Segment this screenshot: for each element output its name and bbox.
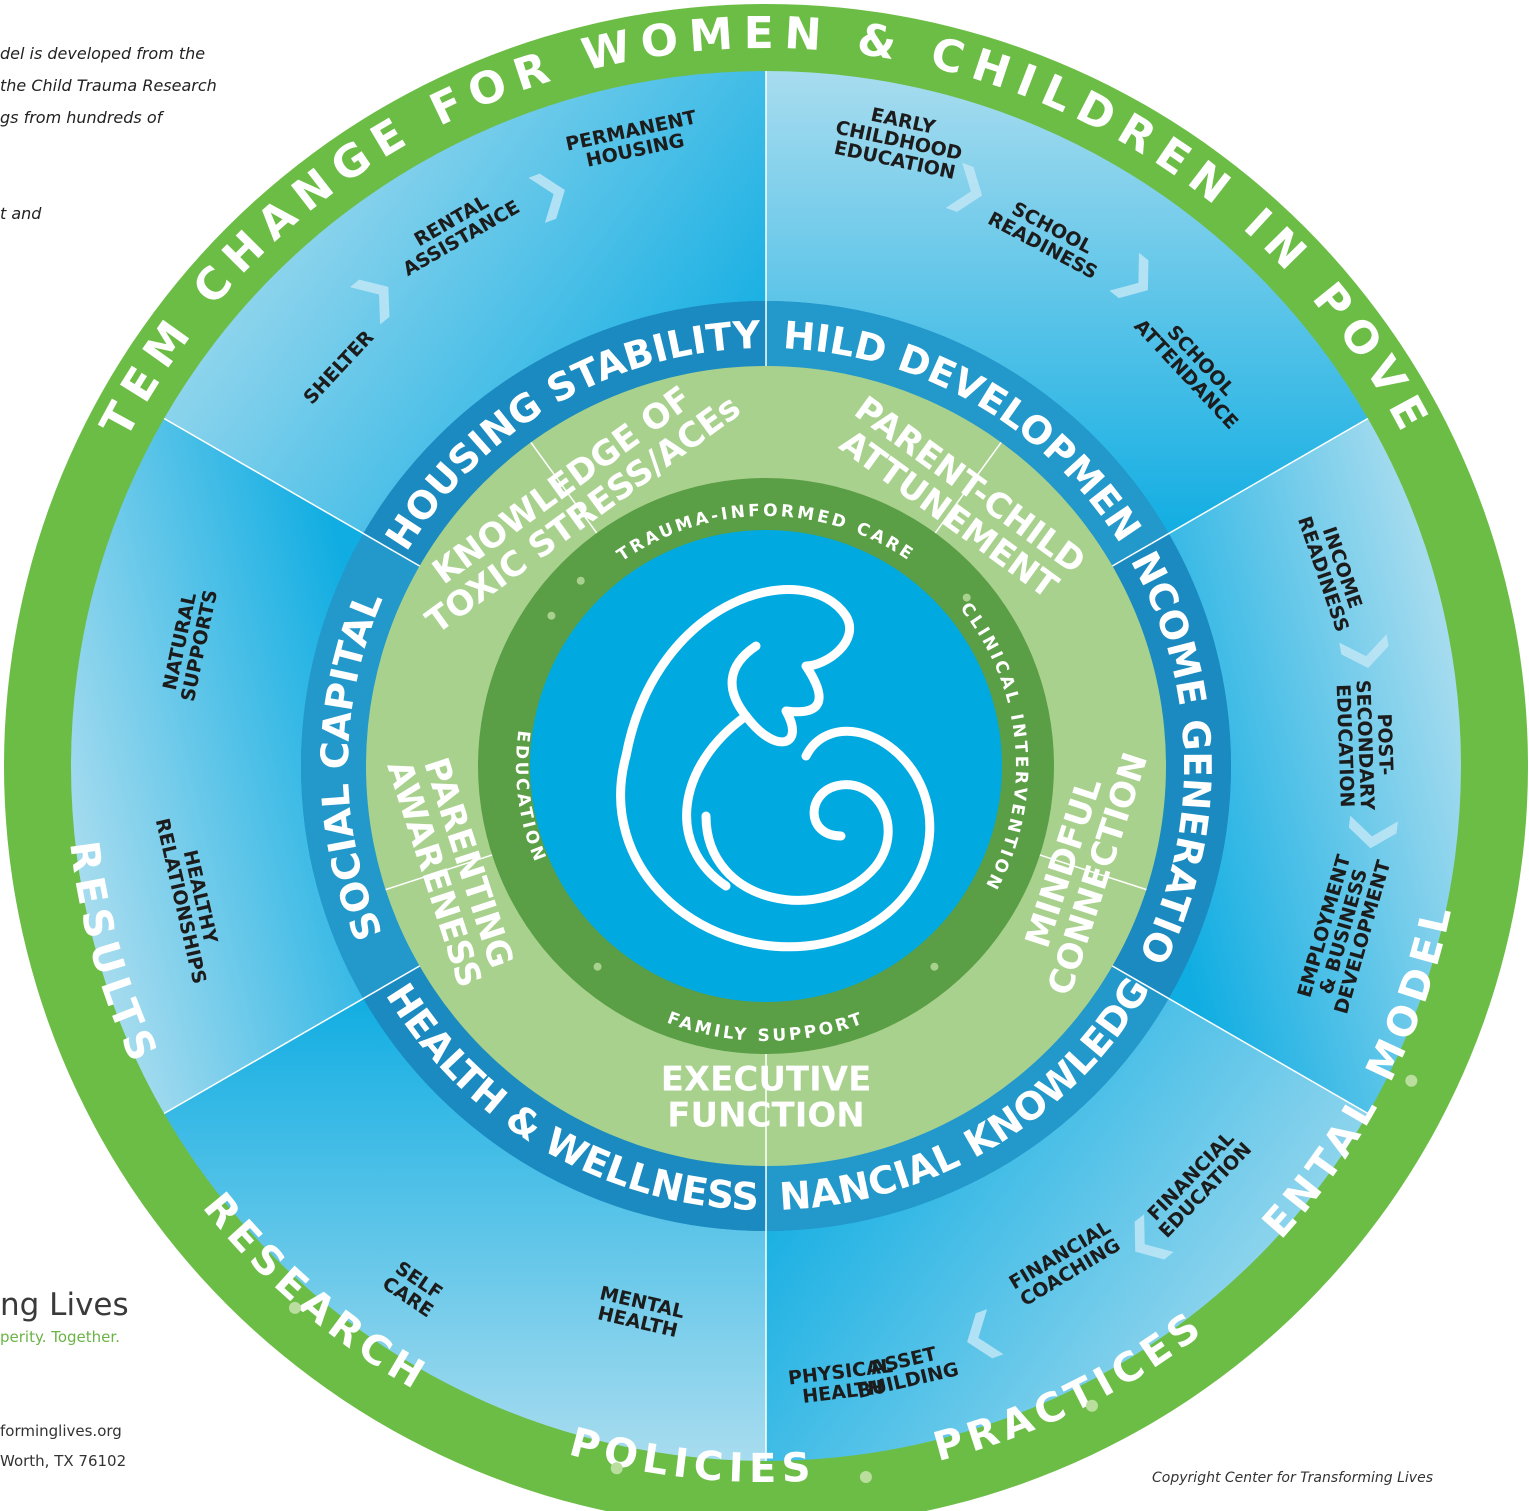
chevron-child-2 xyxy=(1109,252,1149,299)
core-dot xyxy=(930,962,939,971)
icon-baby-stroke xyxy=(701,780,893,905)
intro-text: del is developed from the the Child Trau… xyxy=(0,38,300,230)
chevron-income-1-shape xyxy=(1339,634,1389,668)
chevron-financial-2-shape xyxy=(967,1309,1004,1359)
icon-body-stroke xyxy=(616,726,935,952)
step-income-2-line-2: SECONDARY xyxy=(1352,679,1379,810)
chevron-financial-1-shape xyxy=(1134,1214,1174,1260)
copyright-notice: Copyright Center for Transforming Lives xyxy=(1152,1470,1433,1486)
brand-name: ng Lives xyxy=(0,1287,129,1323)
chevron-child-1-shape xyxy=(945,162,983,212)
chevron-income-1 xyxy=(1339,634,1389,668)
domain-sector-income xyxy=(1160,418,1461,1114)
outer-dot xyxy=(1405,1074,1418,1087)
chevron-income-2-shape xyxy=(1348,815,1398,849)
mother-and-child-icon xyxy=(616,585,935,952)
domain-band-health xyxy=(363,963,766,1231)
domain-band-income xyxy=(1108,533,1231,999)
domain-divider xyxy=(163,417,425,570)
contact-block: forminglives.org Worth, TX 76102 xyxy=(0,1416,126,1476)
chevron-child-1 xyxy=(945,162,983,212)
domain-band-child xyxy=(766,301,1169,569)
contact-address: Worth, TX 76102 xyxy=(0,1452,127,1470)
icon-arm-stroke xyxy=(682,711,751,891)
domain-sector-financial xyxy=(766,993,1368,1461)
intro-line-1: del is developed from the xyxy=(0,44,206,63)
domain-divider xyxy=(1107,417,1369,570)
domain-band-financial xyxy=(766,963,1169,1231)
chevron-financial-1 xyxy=(1134,1214,1174,1260)
chevron-income-2 xyxy=(1348,815,1398,849)
core-dot xyxy=(576,576,585,585)
outer-dot xyxy=(859,1471,872,1484)
outer-dot xyxy=(1085,1399,1098,1412)
intro-line-2: the Child Trauma Research xyxy=(0,76,217,95)
step-income-2-line-3: EDUCATION xyxy=(1332,684,1358,808)
domain-band-housing xyxy=(363,301,766,569)
domain-divider xyxy=(1107,962,1369,1115)
chevron-child-2-shape xyxy=(1109,252,1149,299)
competency-exec-line-2: FUNCTION xyxy=(667,1095,864,1135)
core-dot xyxy=(962,593,971,602)
domain-sector-housing xyxy=(164,71,766,539)
domain-divider xyxy=(163,962,425,1115)
intro-line-4: t and xyxy=(0,204,42,223)
chevron-financial-2 xyxy=(967,1309,1004,1359)
domain-sector-child xyxy=(766,71,1368,539)
intro-line-3: gs from hundreds of xyxy=(0,108,163,127)
domain-band-social xyxy=(300,533,424,999)
brand-block: ng Lives perity. Together. xyxy=(0,1285,129,1347)
outer-dot xyxy=(288,1301,301,1314)
domain-sector-health xyxy=(164,993,766,1461)
step-income-2-line-1: POST- xyxy=(1373,713,1397,776)
chevron-housing-2 xyxy=(528,173,565,223)
outer-dot xyxy=(610,1462,623,1475)
competency-exec-line-1: EXECUTIVE xyxy=(661,1059,872,1099)
core-dot xyxy=(593,962,602,971)
contact-website[interactable]: forminglives.org xyxy=(0,1422,122,1440)
domain-sector-social xyxy=(71,418,372,1114)
chevron-housing-1-shape xyxy=(349,279,390,325)
chevron-housing-2-shape xyxy=(528,173,565,223)
brand-tagline: perity. Together. xyxy=(0,1328,120,1346)
chevron-housing-1 xyxy=(349,279,390,325)
core-dot xyxy=(547,611,556,620)
center-circle xyxy=(530,530,1002,1002)
